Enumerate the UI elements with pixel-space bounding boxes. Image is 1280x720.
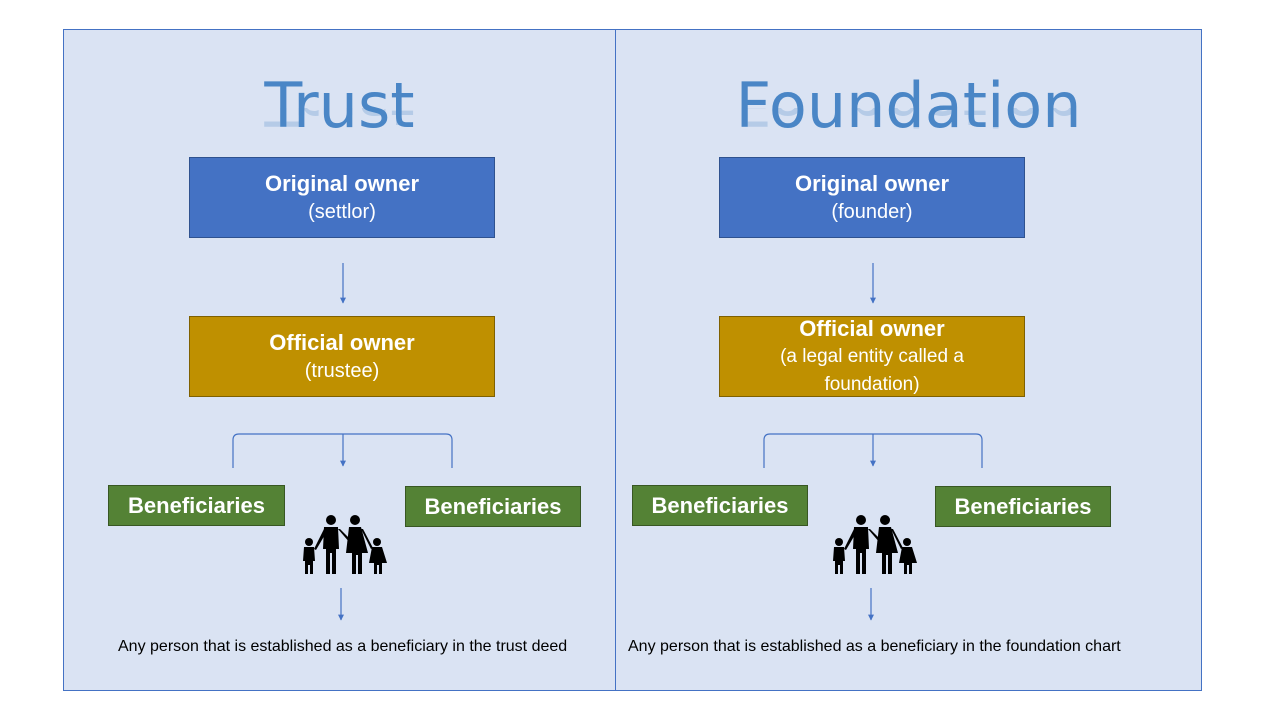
foundation-original-owner-role: (founder) [831,200,913,223]
trust-official-owner-label: Official owner [269,329,415,355]
trust-original-owner-box: Original owner (settlor) [189,157,495,238]
foundation-title: Foundation [735,69,1082,142]
foundation-original-owner-box: Original owner (founder) [719,157,1025,238]
family-icon [303,515,387,574]
trust-title-wrap: Trust Trust [64,70,615,180]
foundation-caption: Any person that is established as a bene… [628,638,1121,655]
trust-official-owner-role: (trustee) [304,359,380,382]
trust-original-owner-label: Original owner [264,170,420,196]
foundation-official-owner-box: Official owner (a legal entity called a … [719,316,1025,397]
trust-original-owner-role: (settlor) [308,200,376,223]
trust-beneficiaries-left: Beneficiaries [108,485,285,526]
trust-beneficiaries-right: Beneficiaries [405,486,581,527]
foundation-title-wrap: Foundation Foundation [616,70,1201,180]
foundation-official-owner-label: Official owner [799,315,945,341]
family-icon-foundation [833,515,917,574]
trust-title: Trust [264,69,415,142]
foundation-official-owner-role: (a legal entity called a foundation) [780,345,964,395]
trust-official-owner-box: Official owner (trustee) [189,316,495,397]
foundation-beneficiaries-right: Beneficiaries [935,486,1111,527]
foundation-beneficiaries-left: Beneficiaries [632,485,808,526]
foundation-original-owner-label: Original owner [794,170,950,196]
trust-caption: Any person that is established as a bene… [118,638,568,655]
